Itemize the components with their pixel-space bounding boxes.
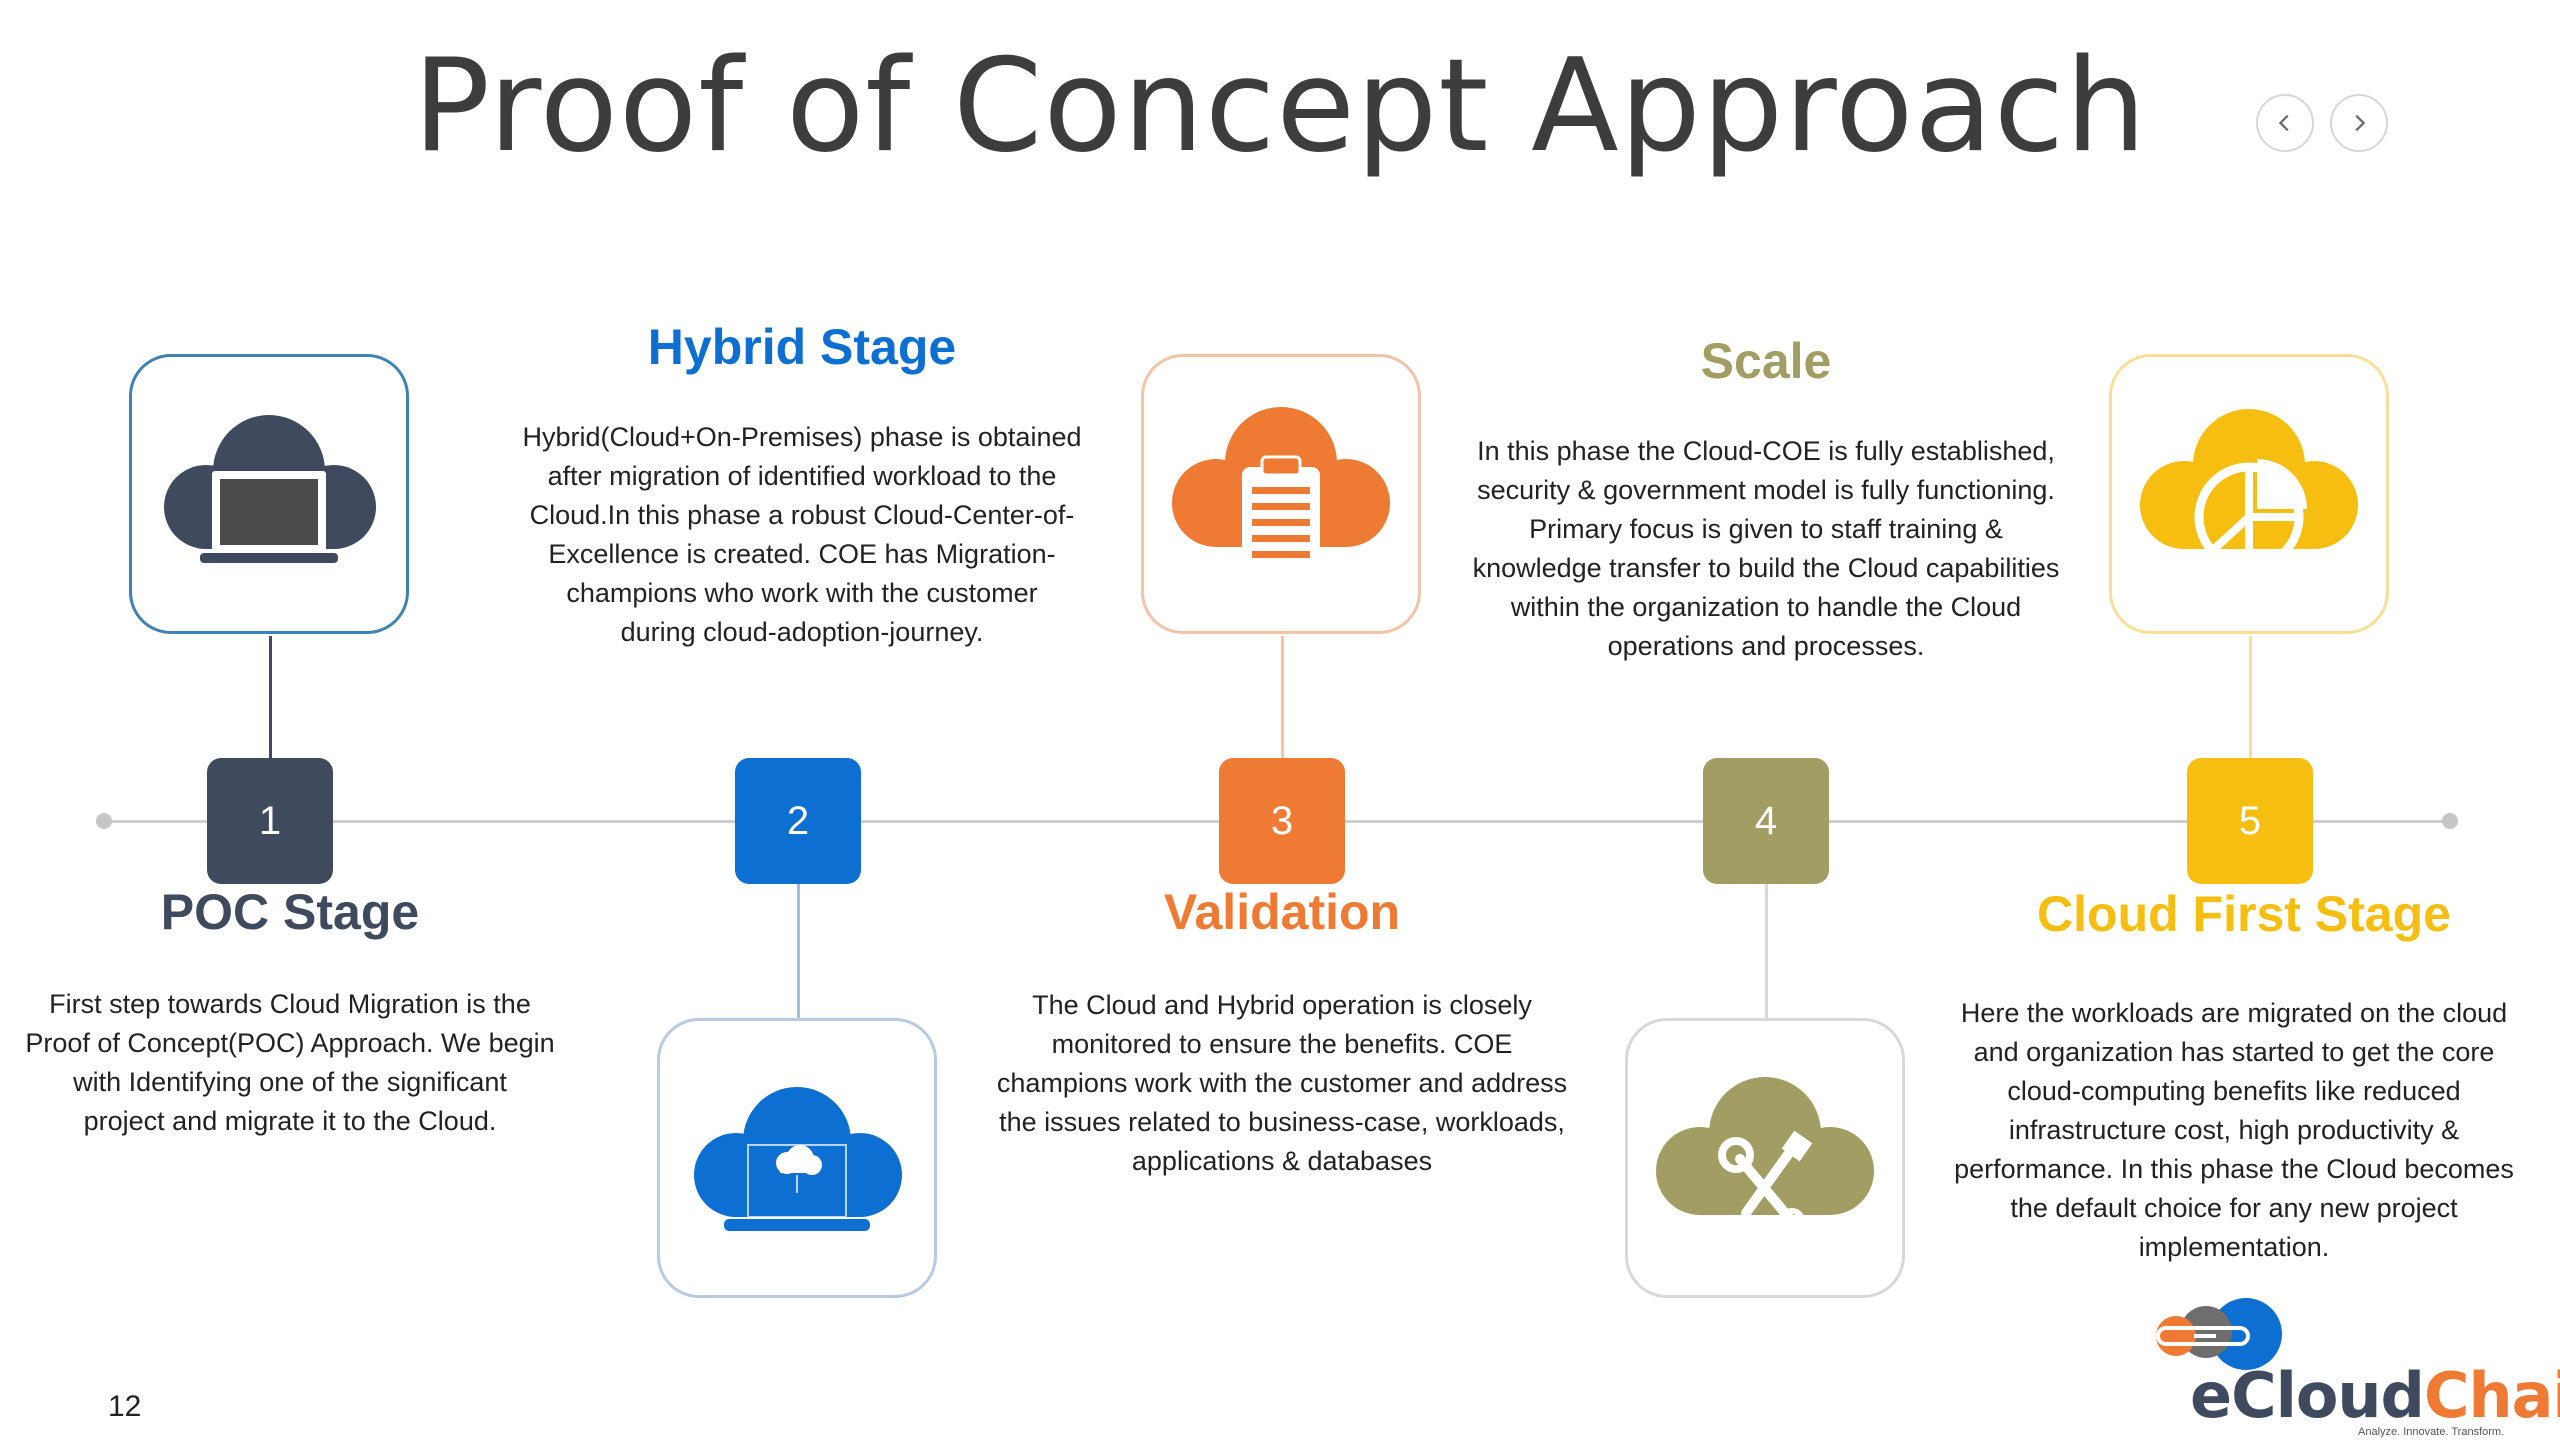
- connector-line-1: [269, 636, 272, 760]
- description-line: during cloud-adoption-journey.: [620, 617, 984, 647]
- cloud-clipboard-icon: [1172, 407, 1390, 575]
- description-line: champions who work with the customer: [566, 578, 1038, 608]
- stage-2-icon-box: [657, 1018, 937, 1298]
- brand-prefix: e: [2190, 1359, 2232, 1432]
- stage-3-heading: Validation: [1163, 884, 1401, 940]
- stage-1-icon-box: [129, 354, 409, 634]
- description-line: The Cloud and Hybrid operation is closel…: [1032, 990, 1532, 1020]
- cloud-computing-icon: [694, 1087, 902, 1231]
- connector-line-2: [797, 884, 800, 1020]
- connector-line-5: [2249, 636, 2252, 760]
- stage-3-description: The Cloud and Hybrid operation is closel…: [952, 986, 1612, 1181]
- description-line: monitored to ensure the benefits. COE: [1051, 1029, 1513, 1059]
- stage-number-4: 4: [1703, 758, 1829, 884]
- description-line: with Identifying one of the significant: [73, 1067, 507, 1097]
- cloud-tools-icon: [1656, 1077, 1874, 1234]
- description-line: operations and processes.: [1607, 631, 1925, 661]
- description-line: Proof of Concept(POC) Approach. We begin: [25, 1028, 555, 1058]
- description-line: In this phase the Cloud-COE is fully est…: [1477, 436, 2055, 466]
- stage-4-heading: Scale: [1700, 333, 1832, 389]
- stage-5-icon-box: [2109, 354, 2389, 634]
- description-line: cloud-computing benefits like reduced: [2007, 1076, 2461, 1106]
- description-line: Cloud.In this phase a robust Cloud-Cente…: [529, 500, 1075, 530]
- description-line: project and migrate it to the Cloud.: [83, 1106, 497, 1136]
- description-line: Hybrid(Cloud+On-Premises) phase is obtai…: [522, 422, 1082, 452]
- description-line: security & government model is fully fun…: [1477, 475, 2055, 505]
- cloud-pie-chart-icon: [2140, 409, 2358, 572]
- slide-title: Proof of Concept Approach: [412, 32, 2148, 181]
- description-line: applications & databases: [1131, 1146, 1433, 1176]
- brand-main: Cloud: [2231, 1359, 2425, 1432]
- description-line: the default choice for any new project: [2010, 1193, 2458, 1223]
- page-number: 12: [108, 1390, 142, 1423]
- stage-5-description: Here the workloads are migrated on the c…: [1914, 994, 2554, 1267]
- description-line: Here the workloads are migrated on the c…: [1960, 998, 2508, 1028]
- description-line: performance. In this phase the Cloud bec…: [1954, 1154, 2514, 1184]
- description-line: and organization has started to get the …: [1973, 1037, 2495, 1067]
- chain-cloud-logo-icon: [2146, 1296, 2296, 1372]
- brand-logo-text: eCloudChain: [2190, 1365, 2560, 1427]
- description-line: within the organization to handle the Cl…: [1510, 592, 2022, 622]
- description-line: knowledge transfer to build the Cloud ca…: [1472, 553, 2060, 583]
- description-line: First step towards Cloud Migration is th…: [49, 989, 531, 1019]
- timeline-start-dot: [96, 813, 112, 829]
- description-line: implementation.: [2138, 1232, 2330, 1262]
- stage-number-1: 1: [207, 758, 333, 884]
- stage-1-heading: POC Stage: [160, 884, 420, 940]
- description-line: Primary focus is given to staff training…: [1529, 514, 2003, 544]
- stage-3-icon-box: [1141, 354, 1421, 634]
- description-line: infrastructure cost, high productivity &: [2008, 1115, 2460, 1145]
- stage-number-5: 5: [2187, 758, 2313, 884]
- stage-5-heading: Cloud First Stage: [2037, 886, 2451, 942]
- brand-tagline: Analyze. Innovate. Transform.: [2358, 1426, 2505, 1438]
- description-line: Excellence is created. COE has Migration…: [548, 539, 1056, 569]
- stage-number-2: 2: [735, 758, 861, 884]
- stage-4-description: In this phase the Cloud-COE is fully est…: [1426, 432, 2106, 666]
- next-slide-button[interactable]: [2330, 94, 2388, 152]
- connector-line-4: [1765, 884, 1768, 1020]
- prev-slide-button[interactable]: [2256, 94, 2314, 152]
- stage-2-description: Hybrid(Cloud+On-Premises) phase is obtai…: [482, 418, 1122, 652]
- description-line: champions work with the customer and add…: [996, 1068, 1568, 1098]
- chevron-right-icon: [2355, 114, 2366, 132]
- stage-1-description: First step towards Cloud Migration is th…: [0, 985, 580, 1141]
- stage-number-3: 3: [1219, 758, 1345, 884]
- stage-2-heading: Hybrid Stage: [647, 319, 957, 375]
- brand-suffix: Chain: [2423, 1359, 2560, 1432]
- connector-line-3: [1281, 636, 1284, 760]
- stage-4-icon-box: [1625, 1018, 1905, 1298]
- timeline-end-dot: [2442, 813, 2458, 829]
- cloud-laptop-icon: [164, 415, 376, 563]
- description-line: the issues related to business-case, wor…: [999, 1107, 1565, 1137]
- description-line: after migration of identified workload t…: [547, 461, 1057, 491]
- chevron-left-icon: [2278, 114, 2289, 132]
